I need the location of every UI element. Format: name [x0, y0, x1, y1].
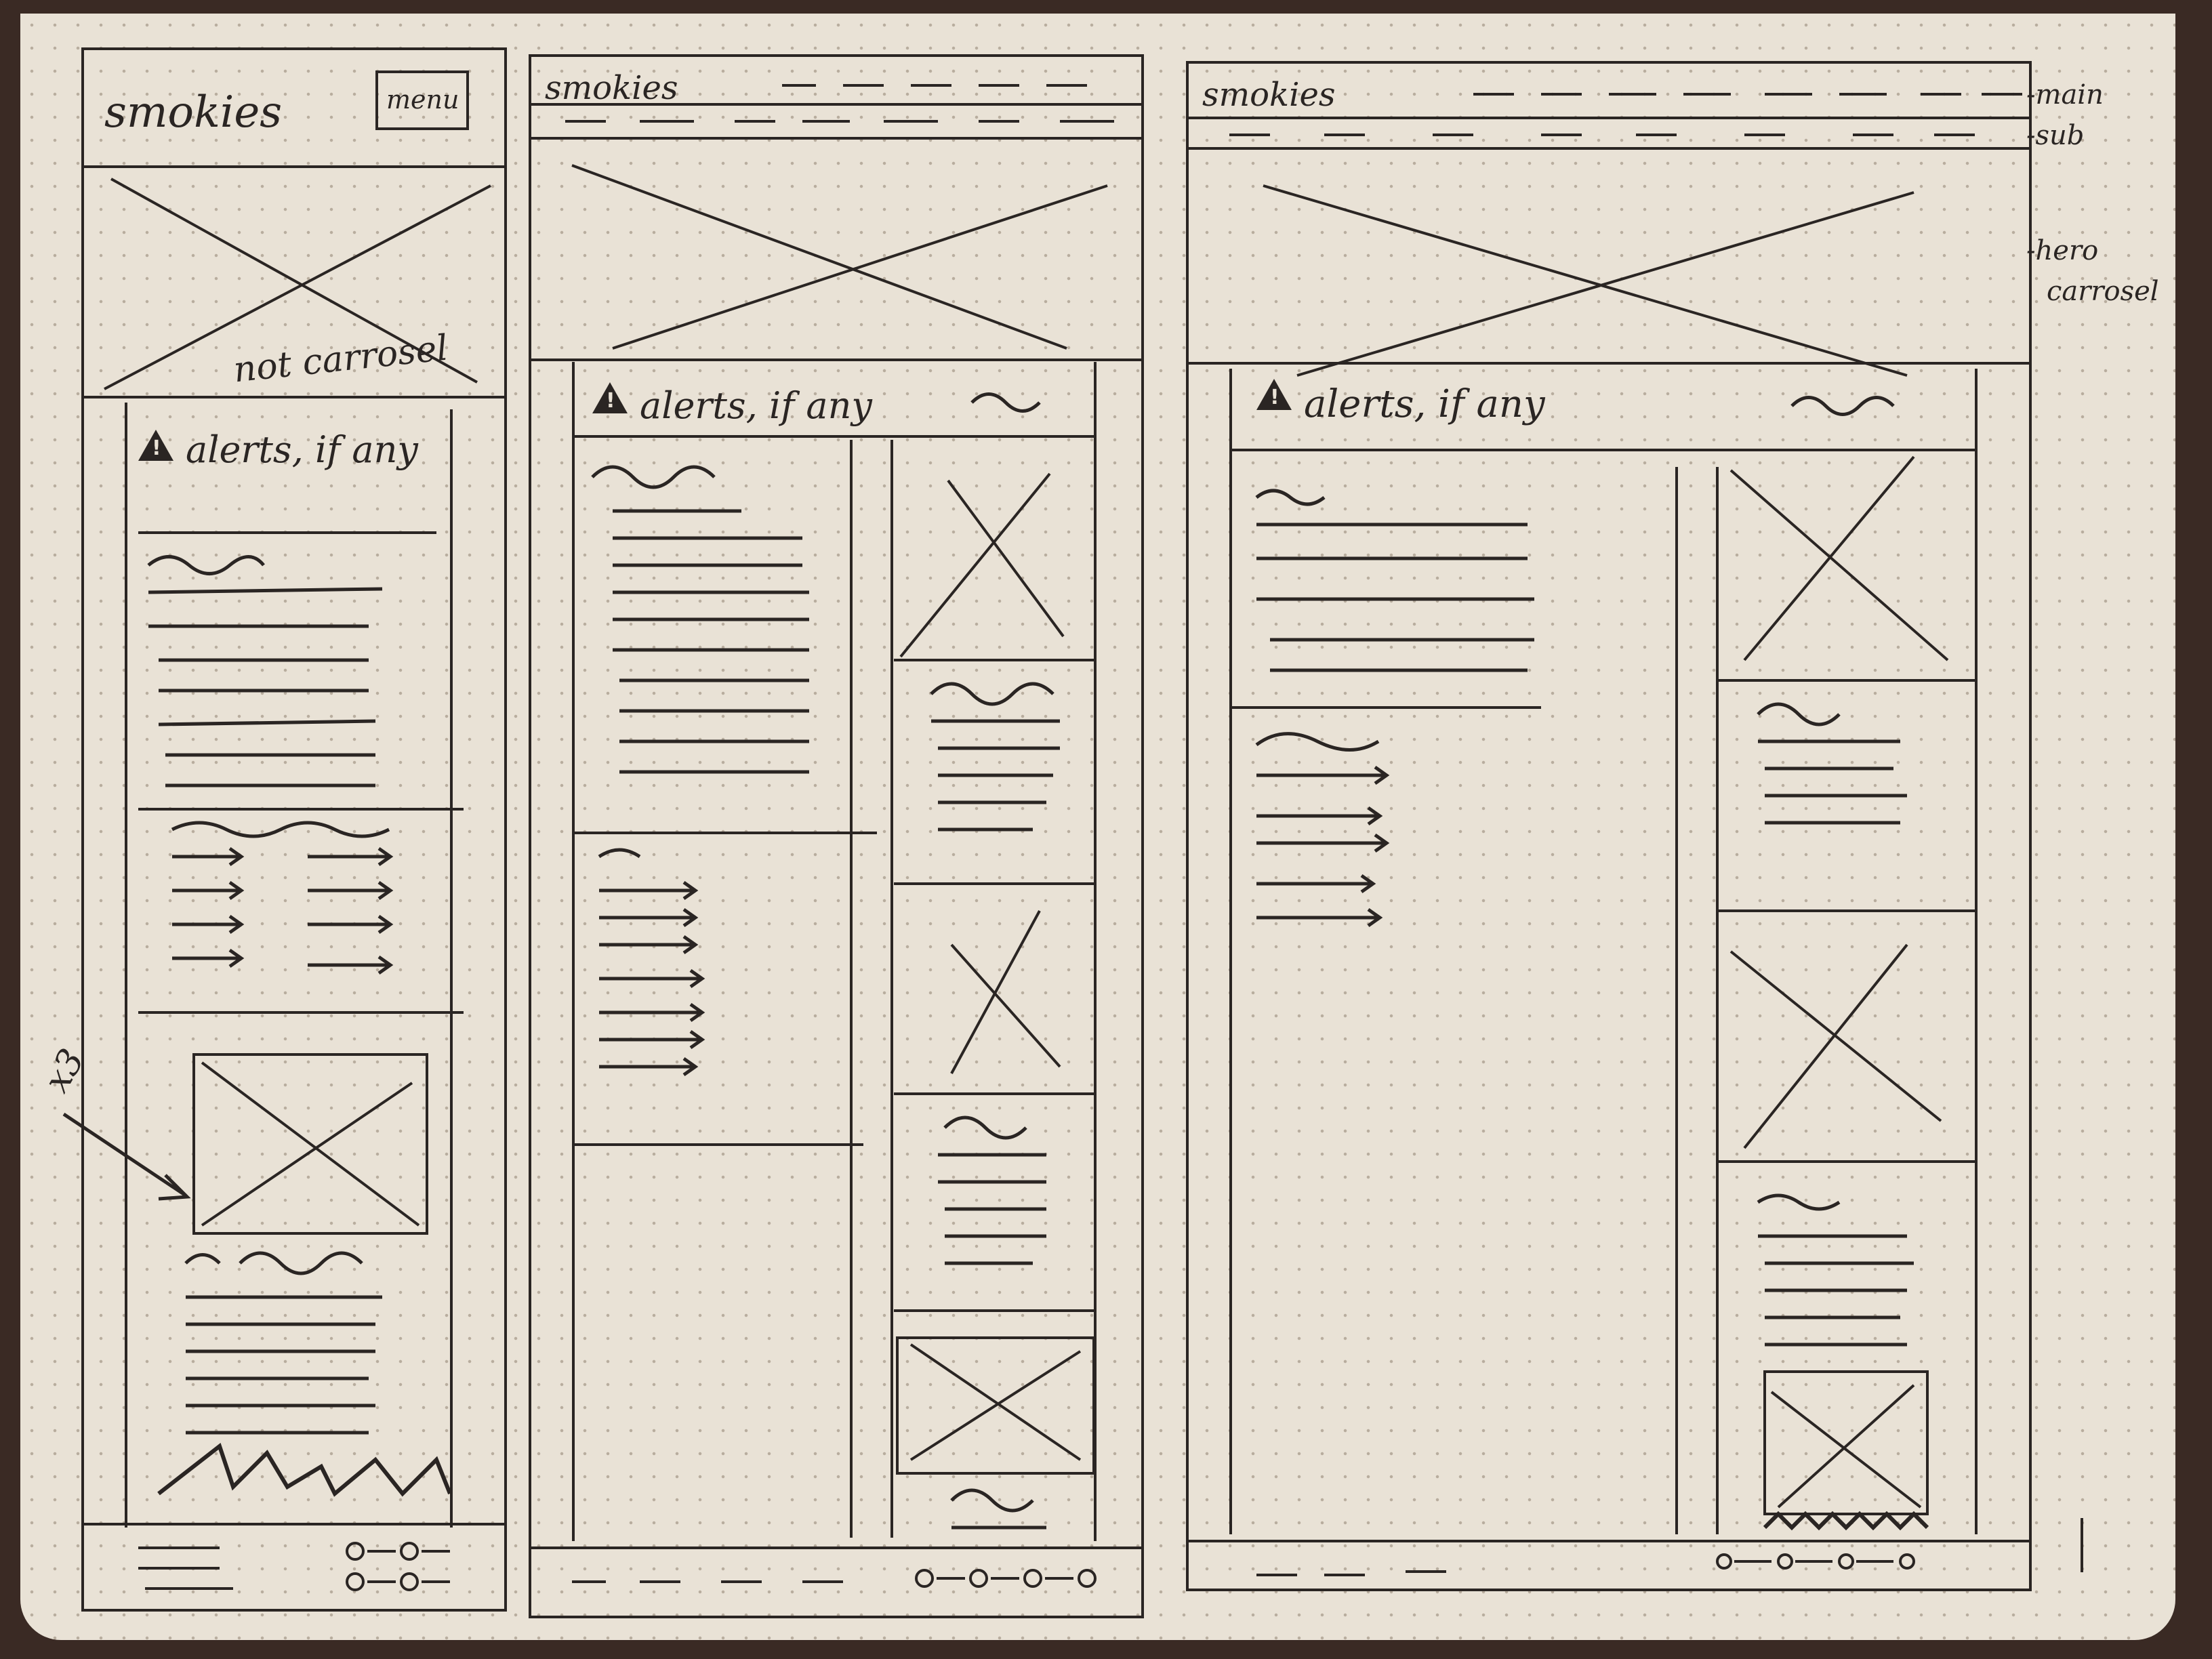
- mobile-content-right-edge: [450, 409, 453, 1528]
- annotation-main: -main: [2026, 79, 2104, 110]
- menu-button[interactable]: menu: [375, 70, 469, 130]
- margin-mark: [2081, 1518, 2083, 1572]
- mobile-hero-image-placeholder: [84, 172, 504, 396]
- mobile-logo: smokies: [104, 87, 283, 138]
- mobile-alert: [138, 430, 173, 461]
- desktop-columns: [1189, 396, 2029, 1542]
- mobile-link-list: [138, 821, 464, 1014]
- mobile-card-image-placeholder: [192, 1053, 428, 1235]
- desktop-alert: [1256, 379, 1292, 410]
- mobile-footer: [138, 1542, 450, 1591]
- mobile-card-text: [84, 1251, 504, 1525]
- tablet-alert-squiggle: [572, 392, 1094, 438]
- desktop-content-right-edge: [1975, 369, 1978, 1534]
- tablet-wireframe: smokies: [529, 54, 1144, 1618]
- desktop-footer: [1256, 1553, 1915, 1576]
- warning-icon: [138, 430, 173, 461]
- repeat-arrow: [62, 1112, 191, 1201]
- tablet-alert: [592, 382, 628, 413]
- mobile-alert-text: alerts, if any: [186, 428, 418, 471]
- desktop-nav: [1189, 93, 2029, 150]
- warning-icon: [592, 382, 628, 413]
- tablet-side-column-left-edge: [890, 440, 893, 1538]
- desktop-content-left-edge: [1229, 369, 1232, 1534]
- annotation-carousel: carrosel: [2047, 276, 2159, 307]
- notebook-page: smokies menu not carrosel alerts, if any: [20, 14, 2175, 1640]
- repeat-multiplier-note: x3: [36, 1042, 93, 1100]
- tablet-side-card-1-image: [894, 440, 1094, 660]
- mobile-content-left-edge: [125, 403, 127, 1528]
- tablet-content-left-edge: [572, 362, 575, 1541]
- mobile-wireframe: smokies menu not carrosel alerts, if any: [37, 47, 507, 1612]
- mobile-text-block: [138, 555, 464, 811]
- desktop-wireframe: smokies: [1186, 61, 2032, 1591]
- tablet-main-column-divider: [850, 440, 853, 1538]
- tablet-content-right-edge: [1094, 362, 1097, 1541]
- tablet-alert-text: alerts, if any: [640, 384, 872, 427]
- mobile-alert-divider: [138, 531, 436, 534]
- desktop-hero-divider: [1189, 362, 2029, 365]
- mobile-header-divider: [84, 165, 504, 168]
- mobile-hero-divider: [84, 396, 504, 398]
- tablet-logo: smokies: [545, 69, 678, 107]
- tablet-nav: [531, 84, 1141, 140]
- tablet-hero-image-placeholder: [531, 145, 1141, 362]
- tablet-hero-divider: [531, 359, 1141, 361]
- tablet-main-text: [572, 465, 877, 1146]
- warning-icon: [1256, 379, 1292, 410]
- desktop-hero-image-placeholder: [1189, 152, 2029, 409]
- menu-label: menu: [386, 85, 459, 115]
- annotation-hero: -hero: [2026, 235, 2099, 266]
- annotation-sub: -sub: [2026, 120, 2085, 151]
- tablet-side-cards: [531, 659, 1141, 1549]
- tablet-footer: [572, 1569, 1097, 1588]
- desktop-alert-text: alerts, if any: [1304, 382, 1545, 426]
- desktop-logo: smokies: [1202, 76, 1336, 114]
